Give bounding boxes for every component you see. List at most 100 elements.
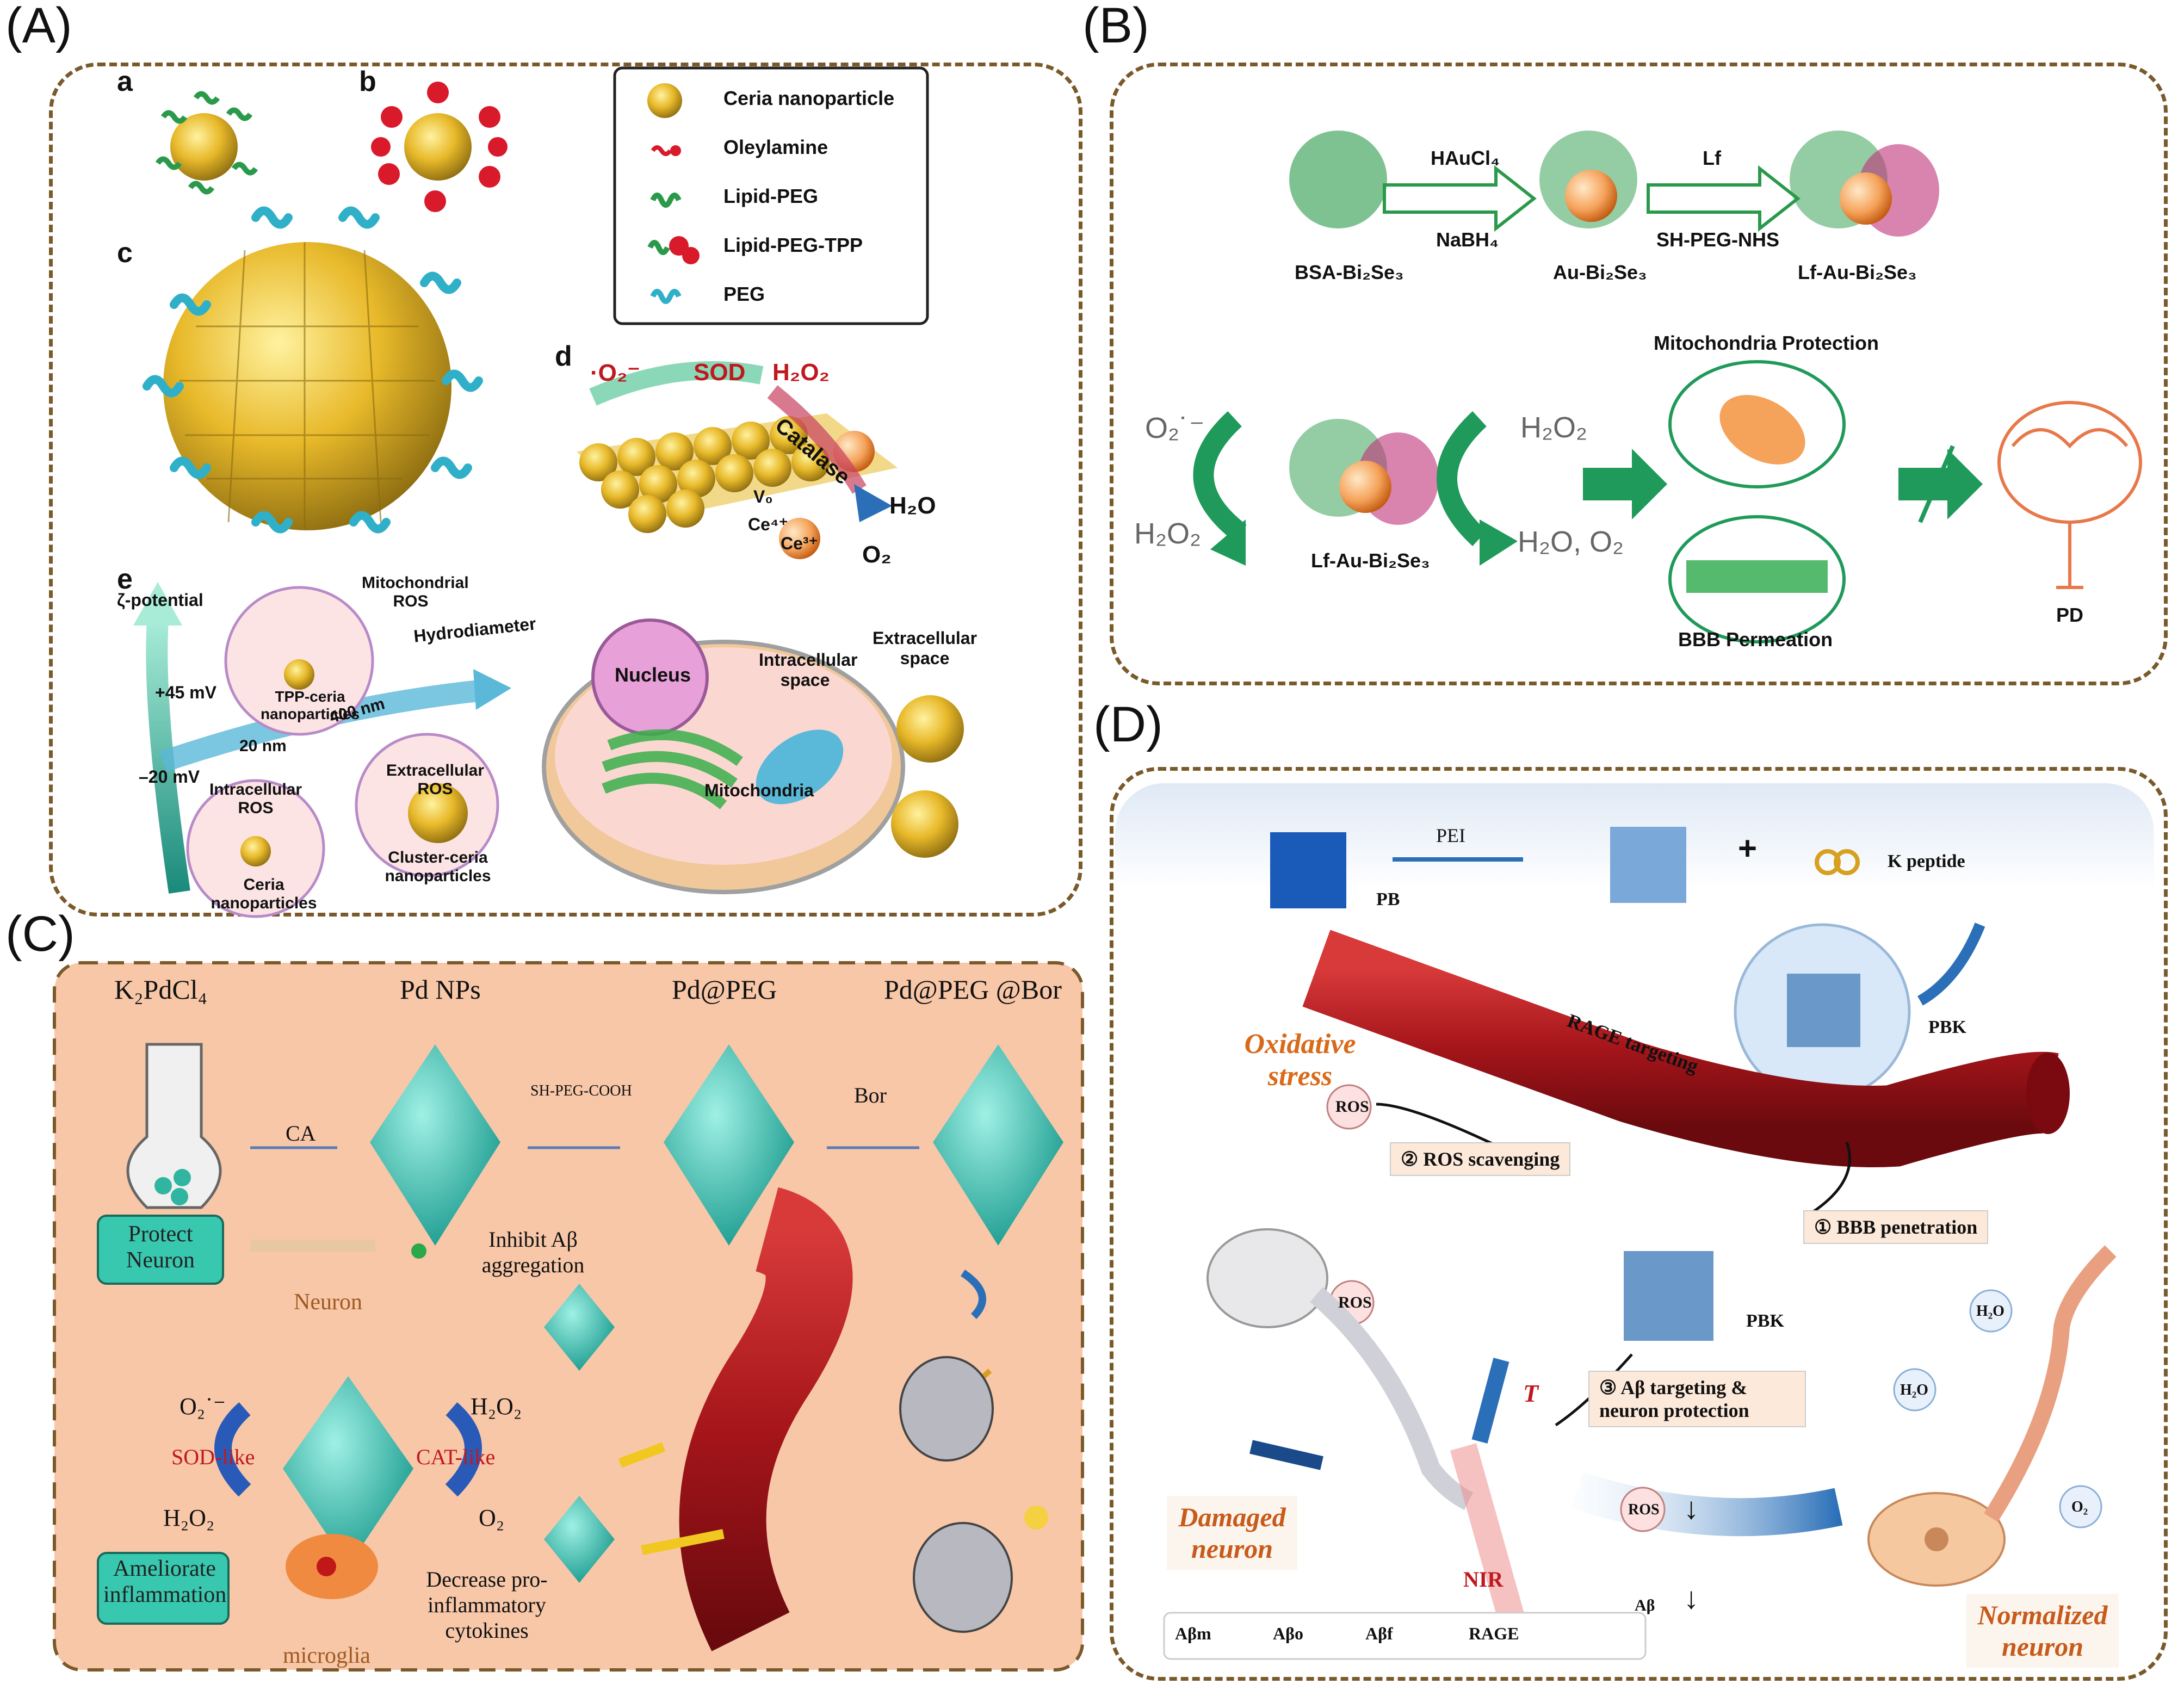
d-normalized: Normalized neuron <box>1966 1594 2119 1668</box>
pd-octahedron-2 <box>664 1044 794 1246</box>
b-h2o2-left: H₂O₂ <box>1134 517 1201 550</box>
label-d: d <box>555 341 572 372</box>
legend-ceria: Ceria nanoparticle <box>723 87 895 109</box>
d-plus: + <box>1738 830 1758 866</box>
block-arrow <box>1249 1440 1323 1470</box>
damaged-neuron <box>1207 1228 1474 1511</box>
arrow-kpep <box>1917 923 1985 1006</box>
legend-lipid-peg-tpp: Lipid-PEG-TPP <box>723 234 863 256</box>
pbk-cube-mid <box>1624 1251 1713 1341</box>
yellow-arrow-2 <box>641 1529 725 1555</box>
b-au: Au-Bi₂Se₃ <box>1553 261 1647 283</box>
panel-c-letter: (C) <box>5 906 75 962</box>
sod-arrow <box>214 1402 251 1497</box>
e-intra-space: Intracellular space <box>759 650 858 690</box>
d-ce4: Ce⁴⁺ <box>748 515 788 534</box>
h2o-bubble-1 <box>1969 1289 2013 1333</box>
vessel-opening <box>2026 1053 2070 1134</box>
b-bsa: BSA-Bi₂Se₃ <box>1295 261 1404 283</box>
d-legend-rage: RAGE <box>1469 1624 1519 1643</box>
curved-arrow-right <box>1437 411 1487 546</box>
panel-a-frame <box>49 63 1082 917</box>
legend-lipid-peg: Lipid-PEG <box>723 185 818 207</box>
heat-arrow <box>1471 1358 1509 1444</box>
d-nir: NIR <box>1463 1567 1504 1592</box>
legend-oleylamine: Oleylamine <box>723 136 828 158</box>
pbk-cube-top <box>1787 974 1860 1047</box>
mouse-icon-1 <box>899 1356 994 1462</box>
cell-illustration <box>542 618 964 894</box>
microglia-icon <box>286 1534 378 1599</box>
b-bbb: BBB Permeation <box>1678 628 1833 651</box>
pd-octahedron-3 <box>933 1044 1063 1246</box>
d-oxidative: Oxidative stress <box>1244 1029 1356 1092</box>
cluster-ceria-c <box>143 206 483 534</box>
panel-b-letter: (B) <box>1082 0 1149 53</box>
label-e: e <box>117 564 133 595</box>
c-protect: Protect Neuron <box>126 1222 195 1273</box>
c-ameliorate: Ameliorate inflammation <box>103 1556 227 1607</box>
c-pdnps: Pd NPs <box>400 974 481 1005</box>
c-pdpegbor: Pd@PEG @Bor <box>884 974 1062 1005</box>
d-abt: ③ Aβ targeting & neuron protection <box>1588 1371 1806 1427</box>
c-inhibit: Inhibit Aβ aggregation <box>481 1227 585 1277</box>
e-tpp: TPP-ceria nanoparticles <box>260 688 360 722</box>
d-scav: ② ROS scavenging <box>1390 1142 1571 1176</box>
c-microglia: microglia <box>283 1643 370 1668</box>
d-superoxide: ·O₂⁻ <box>590 360 640 386</box>
b-h2o2-right: H₂O₂ <box>1520 411 1587 444</box>
flask-icon <box>126 1043 222 1209</box>
b-nabh4: NaBH₄ <box>1436 228 1499 251</box>
d-damaged: Damaged neuron <box>1167 1496 1297 1570</box>
pd-octahedron-1 <box>370 1044 500 1246</box>
nir-beam <box>1450 1443 1526 1625</box>
d-h2o: H₂O <box>889 492 936 519</box>
arrow-b4 <box>1898 449 1983 519</box>
d-legend-abo: Aβo <box>1273 1624 1303 1643</box>
legend-peg: PEG <box>723 283 765 305</box>
b-lf-au-bottom: Lf-Au-Bi₂Se₃ <box>1311 549 1430 572</box>
b-haucl4: HAuCl₄ <box>1431 147 1500 169</box>
arrow-b2 <box>1647 165 1801 232</box>
o2-bubble <box>2059 1485 2102 1528</box>
curved-arrow-left <box>1193 411 1247 542</box>
d-legend-abm: Aβm <box>1175 1624 1211 1643</box>
d-t: T <box>1523 1379 1539 1407</box>
d-legend-abf: Aβf <box>1365 1624 1393 1643</box>
h2o-bubble-2 <box>1893 1368 1936 1412</box>
b-lf-au-top: Lf-Au-Bi₂Se₃ <box>1798 261 1917 283</box>
ros-bubble-1 <box>1326 1084 1372 1130</box>
e-minus20: –20 mV <box>139 767 200 787</box>
arrow-b1 <box>1383 165 1537 232</box>
c-h2o2-left: H₂O₂ <box>163 1505 215 1531</box>
ab-down-arrow-icon: ↓ <box>1684 1581 1699 1615</box>
c-cat: CAT-like <box>416 1445 496 1469</box>
e-cluster: Cluster-ceria nanoparticles <box>385 849 491 885</box>
d-ab-down: Aβ <box>1635 1596 1655 1614</box>
normalize-arrow <box>1572 1472 1843 1537</box>
c-o2-right: O₂ <box>479 1505 505 1531</box>
c-o2: O₂˙⁻ <box>180 1393 226 1420</box>
ceria-lattice-d <box>577 361 898 559</box>
e-extra-ros: Extracellular ROS <box>386 762 485 798</box>
c-neuron: Neuron <box>294 1290 362 1315</box>
c-decrease: Decrease pro-inflammatory cytokines <box>426 1567 548 1643</box>
label-a: a <box>117 66 133 97</box>
panel-d-frame <box>1110 767 2168 1681</box>
ceria-particle-a <box>155 91 258 195</box>
d-ros1: ROS <box>1335 1098 1369 1116</box>
ros-down-bubble <box>1620 1487 1666 1532</box>
b-mito: Mitochondria Protection <box>1654 332 1879 354</box>
c-bor: Bor <box>854 1083 887 1107</box>
e-nucleus: Nucleus <box>615 664 691 686</box>
b-shpeg: SH-PEG-NHS <box>1656 228 1780 251</box>
d-o2: O₂ <box>862 541 892 568</box>
mouse-icon-2 <box>913 1522 1013 1633</box>
b-lf: Lf <box>1703 147 1721 169</box>
b-o2: O₂˙⁻ <box>1145 412 1205 444</box>
panel-a-letter: (A) <box>5 0 72 53</box>
e-20nm: 20 nm <box>239 737 287 755</box>
arrow-b3 <box>1583 449 1667 519</box>
normalized-neuron <box>1867 1245 2117 1587</box>
